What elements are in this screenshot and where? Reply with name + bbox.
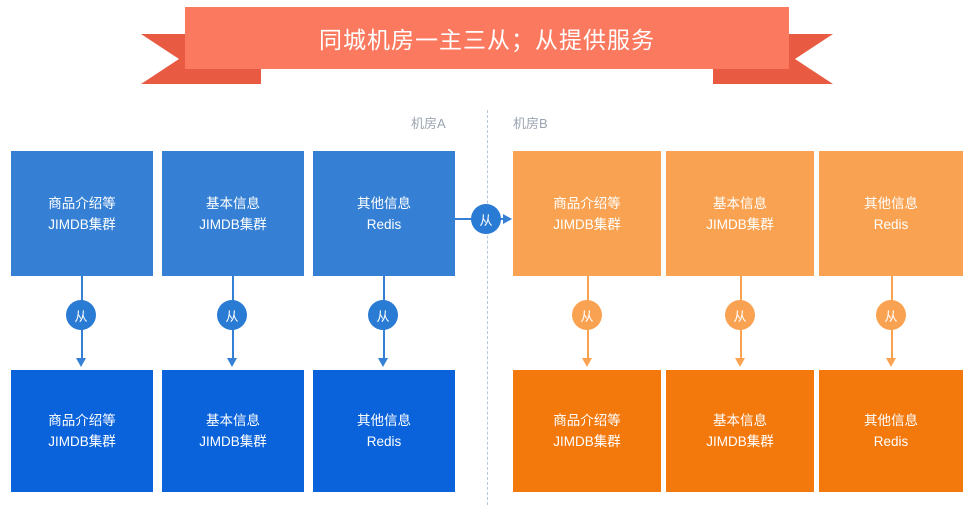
replication-badge-b-2: 从 [725, 300, 755, 330]
node-label-line1: 商品介绍等 [553, 195, 621, 211]
node-label-line1: 其他信息 [357, 413, 411, 428]
replication-badge-label: 从 [376, 308, 390, 324]
node-a-top-3[interactable]: 其他信息 Redis [313, 151, 455, 276]
node-b-bottom-3[interactable]: 其他信息 Redis [819, 370, 963, 492]
replication-badge-a-3: 从 [368, 300, 398, 330]
node-label-line2: JIMDB集群 [553, 434, 621, 449]
title-ribbon: 同城机房一主三从；从提供服务 [141, 0, 833, 90]
node-label-line2: Redis [873, 434, 909, 449]
node-a-top-2[interactable]: 基本信息 JIMDB集群 [162, 151, 304, 276]
node-label-line1: 基本信息 [206, 413, 260, 428]
replication-badge-b-1: 从 [572, 300, 602, 330]
ribbon-band: 同城机房一主三从；从提供服务 [185, 7, 789, 69]
zone-label-a: 机房A [411, 116, 446, 131]
cross-zone-badge: 从 [471, 204, 501, 234]
node-label-line2: JIMDB集群 [706, 216, 774, 232]
node-b-top-2[interactable]: 基本信息 JIMDB集群 [666, 151, 814, 276]
replication-arrowhead-b-1 [582, 358, 592, 367]
replication-badge-b-3: 从 [876, 300, 906, 330]
node-label-line2: Redis [873, 216, 909, 232]
page-title: 同城机房一主三从；从提供服务 [319, 27, 655, 53]
node-a-top-1[interactable]: 商品介绍等 JIMDB集群 [11, 151, 153, 276]
replication-badge-label: 从 [74, 308, 88, 324]
node-a-bottom-3[interactable]: 其他信息 Redis [313, 370, 455, 492]
replication-arrowhead-a-1 [76, 358, 86, 367]
node-label-line2: Redis [366, 434, 402, 449]
replication-badge-a-2: 从 [217, 300, 247, 330]
replication-badge-a-1: 从 [66, 300, 96, 330]
node-a-bottom-2[interactable]: 基本信息 JIMDB集群 [162, 370, 304, 492]
replication-arrowhead-a-2 [227, 358, 237, 367]
cross-zone-badge-label: 从 [479, 212, 493, 228]
node-label-line1: 商品介绍等 [48, 413, 116, 428]
node-b-bottom-2[interactable]: 基本信息 JIMDB集群 [666, 370, 814, 492]
node-label-line1: 其他信息 [864, 195, 918, 211]
node-label-line2: JIMDB集群 [706, 434, 774, 449]
node-b-top-3[interactable]: 其他信息 Redis [819, 151, 963, 276]
node-label-line2: JIMDB集群 [553, 216, 621, 232]
zone-divider [487, 110, 488, 505]
node-a-bottom-1[interactable]: 商品介绍等 JIMDB集群 [11, 370, 153, 492]
node-label-line2: JIMDB集群 [48, 434, 116, 449]
node-label-line2: JIMDB集群 [199, 216, 267, 232]
cross-zone-arrowhead [503, 214, 512, 224]
node-label-line1: 基本信息 [206, 195, 260, 211]
node-label-line2: JIMDB集群 [48, 216, 116, 232]
node-label-line1: 其他信息 [864, 413, 918, 428]
node-b-bottom-1[interactable]: 商品介绍等 JIMDB集群 [513, 370, 661, 492]
replication-badge-label: 从 [884, 308, 898, 324]
replication-badge-label: 从 [580, 308, 594, 324]
node-b-top-1[interactable]: 商品介绍等 JIMDB集群 [513, 151, 661, 276]
zone-label-b: 机房B [513, 116, 548, 131]
node-label-line1: 基本信息 [713, 195, 767, 211]
replication-badge-label: 从 [225, 308, 239, 324]
replication-arrowhead-b-2 [735, 358, 745, 367]
replication-arrowhead-b-3 [886, 358, 896, 367]
node-label-line1: 其他信息 [357, 195, 411, 211]
node-label-line2: JIMDB集群 [199, 434, 267, 449]
node-label-line1: 商品介绍等 [48, 195, 116, 211]
node-label-line1: 商品介绍等 [553, 413, 621, 428]
node-label-line2: Redis [366, 216, 402, 232]
replication-badge-label: 从 [733, 308, 747, 324]
replication-arrowhead-a-3 [378, 358, 388, 367]
node-label-line1: 基本信息 [713, 413, 767, 428]
